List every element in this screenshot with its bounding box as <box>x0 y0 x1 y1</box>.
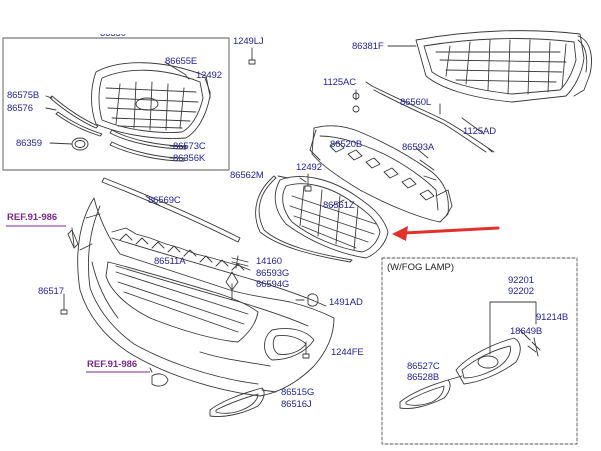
part-label-86569C: 86569C <box>148 195 181 206</box>
part-label-91214B: 91214B <box>536 312 569 323</box>
part-label-1249LJ: 1249LJ <box>233 36 264 47</box>
inset-title-label: 86350 <box>100 28 126 39</box>
part-label-86594G: 86594G <box>256 279 290 290</box>
fog-lamp-inset-title: (W/FOG LAMP) <box>387 262 455 273</box>
inset-box-grille <box>2 37 230 171</box>
part-label-86520B: 86520B <box>330 139 363 150</box>
fog-lamp-part <box>456 338 520 384</box>
part-label-86516J: 86516J <box>281 399 312 410</box>
part-label-1125AD: 1125AD <box>463 126 497 137</box>
part-label-86593A: 86593A <box>402 142 435 153</box>
part-label-86593G: 86593G <box>256 268 290 279</box>
part-label-14160: 14160 <box>256 256 282 267</box>
callout-arrow-icon <box>392 226 500 241</box>
part-label-1244FE: 1244FE <box>331 347 364 358</box>
inset-box-fog-lamp <box>381 257 578 445</box>
part-label-12492: 12492 <box>296 162 322 173</box>
part-label-92201: 92201 <box>508 275 534 286</box>
part-label-1491AD: 1491AD <box>329 297 363 308</box>
part-label-86573C: 86573C <box>173 141 206 152</box>
part-label-86561Z: 86561Z <box>323 200 355 211</box>
part-label-18649B: 18649B <box>510 326 543 337</box>
part-label-86511A: 86511A <box>154 256 186 267</box>
part-label-86527C: 86527C <box>407 361 440 372</box>
part-label-92202: 92202 <box>508 286 534 297</box>
part-label-86576: 86576 <box>7 103 33 114</box>
part-label-86356K: 86356K <box>173 153 206 164</box>
part-label-12492-inset: 12492 <box>196 70 222 81</box>
energy-absorber-part <box>310 126 452 222</box>
bumper-beam-part <box>416 31 592 102</box>
reference-label-lower[interactable]: REF.91-986 <box>87 359 138 370</box>
part-label-86515G: 86515G <box>281 387 315 398</box>
part-label-86655E: 86655E <box>165 56 198 67</box>
part-label-86517: 86517 <box>38 286 64 297</box>
reference-label-upper[interactable]: REF.91-986 <box>7 212 58 223</box>
inset-grille-part <box>92 63 211 139</box>
emblem-part <box>71 137 89 151</box>
part-label-86560L: 86560L <box>400 97 432 108</box>
fog-cover-part <box>209 387 265 417</box>
part-label-86359: 86359 <box>16 138 42 149</box>
lower-grille-part <box>275 177 388 258</box>
part-label-86381F: 86381F <box>352 41 384 52</box>
part-label-86562M: 86562M <box>230 170 264 181</box>
part-label-1125AC: 1125AC <box>323 77 357 88</box>
wire-cable-part <box>371 85 493 153</box>
inset-emblem-outline <box>136 98 158 110</box>
front-bumper-cover <box>78 198 334 396</box>
part-label-86528B: 86528B <box>407 372 440 383</box>
upper-moulding-part <box>101 177 241 243</box>
part-label-86575B: 86575B <box>7 90 40 101</box>
